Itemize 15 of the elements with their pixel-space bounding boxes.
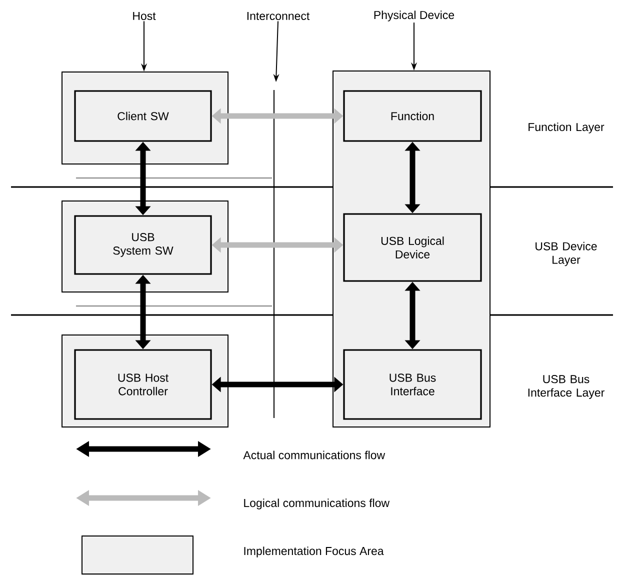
layer-label: USB Device Layer [536, 242, 597, 266]
column-heading: Interconnect [247, 12, 310, 20]
component-box: Client SW [74, 90, 212, 142]
column-heading: Host [133, 12, 156, 20]
component-box: USB Logical Device [343, 213, 482, 282]
component-box: Function [343, 90, 482, 142]
column-heading: Physical Device [374, 10, 454, 22]
component-box: USB System SW [74, 215, 212, 275]
layer-label: USB Bus Interface Layer [528, 375, 604, 399]
legend-label: Actual communications flow [243, 450, 386, 460]
component-box: USB Host Controller [74, 349, 212, 420]
legend-label: Logical communications flow [244, 498, 390, 510]
layer-label: Function Layer [528, 122, 604, 134]
legend-label: Implementation Focus Area [244, 546, 384, 558]
component-box: USB Bus Interface [343, 349, 482, 420]
